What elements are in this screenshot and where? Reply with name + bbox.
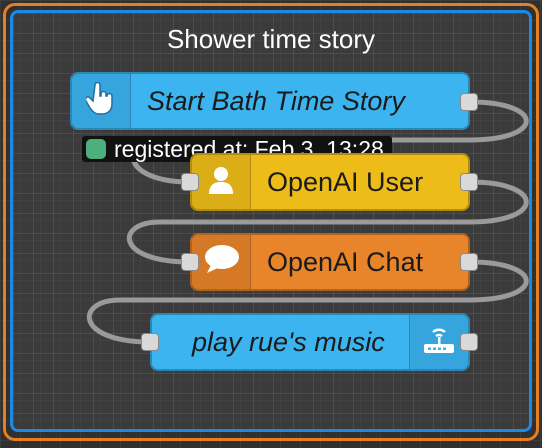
input-port[interactable]	[181, 253, 199, 271]
wire-chat-to-music	[86, 259, 529, 345]
group-outer-border[interactable]	[3, 3, 539, 441]
node-play-rues-music[interactable]: play rue's music	[150, 313, 470, 371]
status-dot	[86, 139, 106, 159]
node-openai-chat[interactable]: OpenAI Chat	[190, 233, 470, 291]
output-port[interactable]	[460, 173, 478, 191]
speech-bubble-icon	[201, 243, 241, 282]
node-label: OpenAI Chat	[267, 246, 424, 277]
node-label: play rue's music	[192, 326, 385, 357]
wire-user-to-chat	[126, 179, 529, 265]
hand-pointer-icon	[84, 81, 116, 121]
input-port[interactable]	[181, 173, 199, 191]
user-icon	[206, 165, 236, 200]
inject-button[interactable]	[72, 74, 131, 128]
input-port[interactable]	[141, 333, 159, 351]
node-openai-user[interactable]: OpenAI User	[190, 153, 470, 211]
icon-box	[192, 235, 251, 289]
node-label: OpenAI User	[267, 166, 424, 197]
output-port[interactable]	[460, 333, 478, 351]
output-port[interactable]	[460, 93, 478, 111]
output-port[interactable]	[460, 253, 478, 271]
icon-box	[409, 315, 468, 369]
router-icon	[422, 324, 456, 361]
node-start-bath-time-story[interactable]: Start Bath Time Story	[70, 72, 470, 130]
node-label: Start Bath Time Story	[147, 85, 405, 116]
status-badge: registered at: Feb 3, 13:28	[82, 136, 392, 162]
wire-start-to-user	[130, 99, 529, 185]
icon-box	[192, 155, 251, 209]
group-title: Shower time story	[166, 24, 376, 54]
